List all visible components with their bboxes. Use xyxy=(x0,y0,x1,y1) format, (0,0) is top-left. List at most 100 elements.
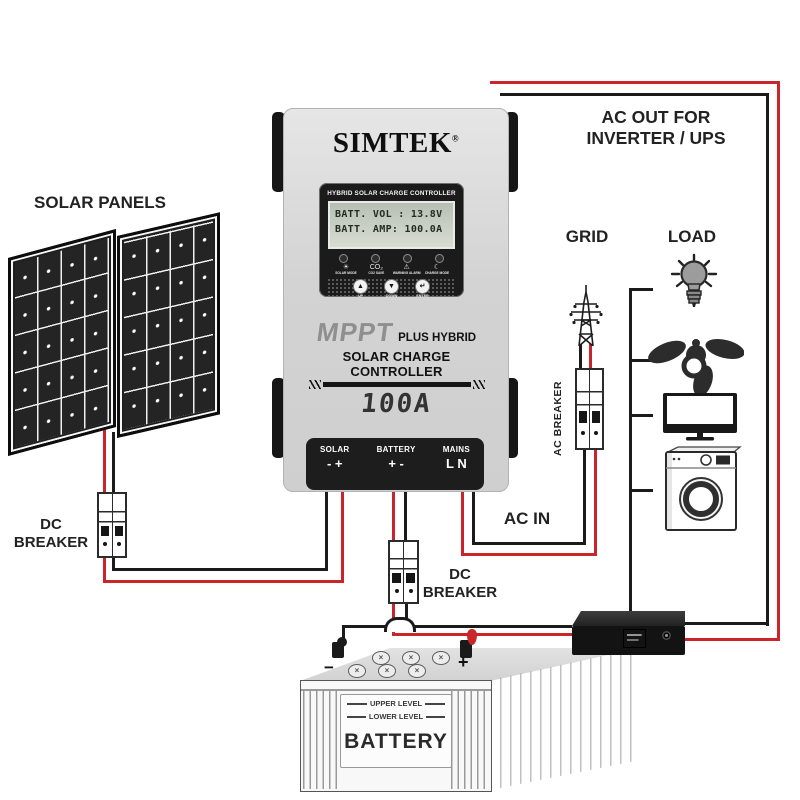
wire-acout-red-top xyxy=(490,81,780,84)
tv-icon xyxy=(663,393,737,441)
dc-breaker-battery-label-line2: BREAKER xyxy=(422,584,498,601)
wire-battery-black-down xyxy=(404,486,407,542)
wire-acout-black-top xyxy=(500,93,769,96)
down-button[interactable]: ▼ xyxy=(384,278,399,294)
wire-battery-black-horizontal-left xyxy=(342,625,386,628)
up-button[interactable]: ▲ xyxy=(353,278,368,294)
dc-breaker-battery-label-line1: DC xyxy=(449,566,471,583)
indicator-co2: CO₂ CO2 SAVE xyxy=(361,264,391,276)
mount-bracket-bottom-left xyxy=(272,378,285,458)
wire-battery-black-below-breaker xyxy=(405,598,408,628)
wire-solar-black-horizontal xyxy=(112,568,328,571)
inverter-lcd xyxy=(623,629,646,648)
display-panel-title: HYBRID SOLAR CHARGE CONTROLLER xyxy=(327,190,456,197)
upper-level-line: UPPER LEVEL xyxy=(347,699,445,708)
lcd-line1: BATT. VOL : 13.8V xyxy=(335,209,443,220)
wire-acin-red-up xyxy=(594,445,597,556)
enter-button[interactable]: ↵ xyxy=(415,278,430,294)
charge-mode-icon: ☾ xyxy=(433,264,441,271)
wire-inverter-black xyxy=(685,622,769,625)
battery-ribs-left xyxy=(303,691,341,789)
dc-breaker-battery-icon xyxy=(388,540,419,604)
breaker-pole xyxy=(590,370,602,448)
divider-bar xyxy=(308,380,485,389)
wire-solar-red-down xyxy=(103,550,106,583)
battery-cap: × xyxy=(348,664,366,678)
wire-solar-red-horizontal xyxy=(103,580,344,583)
breaker-pole xyxy=(99,494,113,556)
dc-breaker-solar-label-line1: DC xyxy=(40,516,62,533)
battery-cap: × xyxy=(378,664,396,678)
wire-solar-red-up xyxy=(341,486,344,583)
button-strip: ▲ UP ▼ DOWN ↵ ENTER xyxy=(327,277,456,299)
brand-text: SIMTEK xyxy=(332,127,452,159)
wire-battery-red-down xyxy=(392,486,395,542)
wire-acin-black-horizontal xyxy=(472,542,586,545)
wire-solar-black-down xyxy=(112,550,115,571)
warning-icon: ⚠ xyxy=(403,264,410,271)
load-label: LOAD xyxy=(667,227,717,246)
lcd-line2: BATT. AMP: 100.0A xyxy=(335,224,443,235)
solar-panels-label: SOLAR PANELS xyxy=(34,193,166,212)
wire-battery-black-horizontal-right xyxy=(408,625,572,628)
status-led xyxy=(435,254,444,263)
breaker-pole xyxy=(404,542,417,602)
lower-level-line: LOWER LEVEL xyxy=(347,712,445,721)
battery-cap: × xyxy=(372,651,390,665)
dc-breaker-solar-label-line2: BREAKER xyxy=(13,534,89,551)
solar-icon: ☀ xyxy=(342,264,350,271)
ac-out-label: AC OUT FOR INVERTER / UPS xyxy=(565,107,747,149)
wire-load-stub-washer xyxy=(629,489,653,492)
wire-battery-black-elbow xyxy=(342,625,345,643)
battery-positive-connector xyxy=(467,629,477,645)
wire-acin-black-up xyxy=(583,445,586,545)
battery-negative-post xyxy=(332,642,344,658)
series-suffix: PLUS HYBRID xyxy=(398,332,477,344)
battery-negative-mark: − xyxy=(324,658,334,677)
solar-panel-right-icon xyxy=(117,212,220,438)
battery-cap: × xyxy=(432,651,450,665)
display-panel: HYBRID SOLAR CHARGE CONTROLLER BATT. VOL… xyxy=(319,183,464,299)
dc-breaker-solar-label: DC BREAKER xyxy=(10,516,92,552)
dc-breaker-battery-label: DC BREAKER xyxy=(420,566,500,602)
registered-mark: ® xyxy=(451,133,460,144)
status-led xyxy=(339,254,348,263)
dc-breaker-solar-icon xyxy=(97,492,127,558)
breaker-pole xyxy=(577,370,590,448)
battery-cap: × xyxy=(408,664,426,678)
battery-positive-post xyxy=(460,640,472,658)
brand-logo: SIMTEK® xyxy=(284,127,508,160)
ac-breaker-label: AC BREAKER xyxy=(552,380,564,456)
ceiling-fan-icon xyxy=(648,339,744,397)
indicator-warning: ⚠ WARNING ALARM xyxy=(392,264,421,275)
wire-load-stub-bulb xyxy=(629,288,653,291)
solar-panel-cells xyxy=(124,220,213,430)
indicator-solar: ☀ SOLAR MODE xyxy=(331,264,361,276)
inverter-top-face xyxy=(572,611,685,626)
terminal-block: SOLAR - + BATTERY + - MAINS L N xyxy=(306,438,484,490)
wire-mains-black-down xyxy=(472,490,475,545)
wire-pv-red xyxy=(103,430,106,494)
wire-load-stub-tv xyxy=(629,414,653,417)
battery-positive-mark: + xyxy=(458,652,469,672)
wire-mains-red-down xyxy=(461,486,464,556)
lcd-screen: BATT. VOL : 13.8V BATT. AMP: 100.0A xyxy=(328,201,455,249)
breaker-pole xyxy=(390,542,404,602)
enter-button-group: ↵ ENTER xyxy=(415,278,430,299)
inverter-power-knob[interactable] xyxy=(662,631,671,640)
battery-ribs-right xyxy=(451,691,489,789)
wire-battery-red-horizontal xyxy=(392,633,575,636)
led-row xyxy=(319,249,464,263)
wire-acout-black-right xyxy=(766,93,769,626)
battery-label-panel: UPPER LEVEL LOWER LEVEL BATTERY xyxy=(340,694,452,768)
breaker-pole xyxy=(112,494,125,556)
status-led xyxy=(403,254,412,263)
terminal-battery: BATTERY + - xyxy=(376,445,416,471)
mppt-logo: MPPT xyxy=(314,317,396,347)
wire-solar-black-up xyxy=(325,486,328,571)
wire-acin-red-horizontal xyxy=(461,553,597,556)
battery-icon: UPPER LEVEL LOWER LEVEL BATTERY xyxy=(300,680,492,792)
solar-panel-left-icon xyxy=(8,229,116,456)
inverter-icon xyxy=(572,626,685,655)
